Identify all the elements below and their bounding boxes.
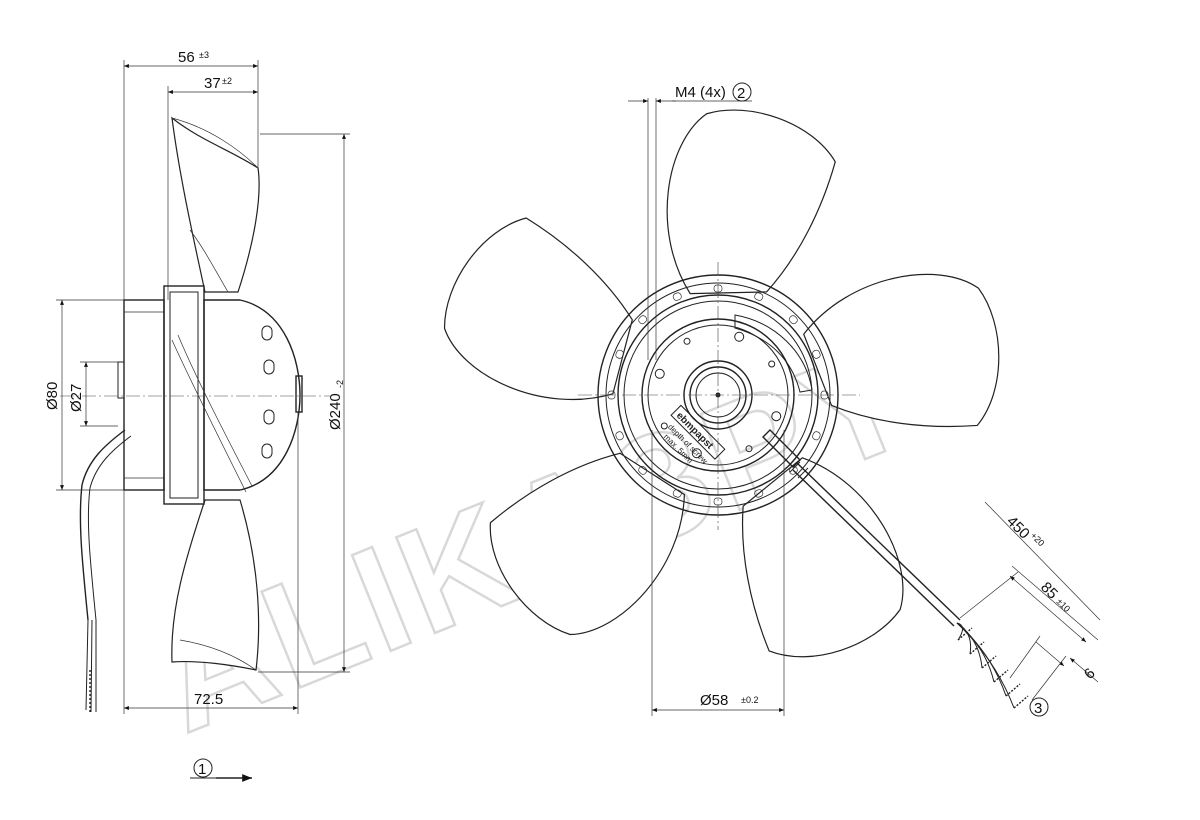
wire-strip xyxy=(1013,695,1029,709)
hub-vent xyxy=(638,465,648,475)
dim-total-depth: 56 ±3 xyxy=(123,49,259,300)
side-lower-blade xyxy=(171,499,260,671)
hub-vent xyxy=(788,315,798,325)
wire-strip xyxy=(957,627,973,641)
svg-text:M4 (4x): M4 (4x) xyxy=(675,84,726,101)
wire-strip xyxy=(969,641,985,655)
side-shaft xyxy=(117,361,125,399)
svg-text:Ø58: Ø58 xyxy=(700,692,728,709)
screw-hole xyxy=(654,368,665,379)
front-blade xyxy=(443,217,633,401)
side-motor-flange xyxy=(123,299,165,491)
svg-text:Ø27: Ø27 xyxy=(68,384,85,412)
screw-hole xyxy=(691,448,702,459)
dim-base-length: 72.5 xyxy=(123,412,299,714)
airflow-indicator: 1 xyxy=(190,758,252,782)
dim-screw-callout: M4 (4x) 2 xyxy=(628,82,752,360)
hub-vent xyxy=(672,489,682,498)
front-screw-holes xyxy=(654,331,782,459)
dim-blade-depth: 37 ±2 xyxy=(167,75,258,300)
wire-ref-callout: 3 xyxy=(1029,697,1049,717)
svg-text:37: 37 xyxy=(204,75,221,92)
dim-strip-length: 85 ±10 xyxy=(959,565,1099,643)
svg-text:450: 450 xyxy=(1003,513,1033,543)
screw-hole xyxy=(660,422,668,430)
svg-text:1: 1 xyxy=(198,761,206,778)
dim-hub-dia: Ø58 ±0.2 xyxy=(651,430,785,716)
front-slot xyxy=(734,314,813,393)
hub-vent xyxy=(672,292,682,301)
svg-text:±0.2: ±0.2 xyxy=(741,695,758,705)
svg-text:+20: +20 xyxy=(1029,530,1047,548)
hub-vent xyxy=(615,349,624,359)
dim-cable-length: 450 +20 xyxy=(984,501,1101,621)
screw-hole xyxy=(734,331,745,342)
screw-hole xyxy=(768,360,776,368)
front-blade xyxy=(741,457,904,658)
front-blades xyxy=(443,109,1000,658)
svg-text:-2: -2 xyxy=(335,380,345,388)
front-blade xyxy=(803,273,1000,428)
svg-text:56: 56 xyxy=(178,49,195,66)
side-view: 56 ±3 37 ±2 Ø80 Ø27 Ø240 xyxy=(44,49,350,714)
side-cable xyxy=(79,429,126,621)
svg-text:±3: ±3 xyxy=(199,50,209,60)
wire-strip xyxy=(981,655,997,669)
side-wire-ends xyxy=(85,619,97,713)
svg-text:3: 3 xyxy=(1034,700,1042,717)
dim-wire-strip: 6 xyxy=(1009,635,1099,701)
screw-hole xyxy=(683,337,691,345)
wire-strip xyxy=(993,669,1009,683)
dim-body-dia: Ø80 xyxy=(44,299,124,491)
front-blade xyxy=(666,109,836,295)
svg-text:Ø80: Ø80 xyxy=(44,382,61,410)
front-wire-ends xyxy=(956,622,1029,709)
hub-vent xyxy=(812,349,821,359)
svg-text:85: 85 xyxy=(1037,579,1061,603)
front-cable xyxy=(762,429,961,627)
screw-hole xyxy=(771,411,782,422)
wire-strip xyxy=(1005,683,1021,697)
hub-vent xyxy=(812,431,821,441)
wire-end xyxy=(956,622,1015,709)
hub-vent xyxy=(638,315,648,325)
screw-hole xyxy=(745,445,753,453)
svg-text:2: 2 xyxy=(737,85,745,102)
dim-fan-dia: Ø240 -2 xyxy=(258,133,350,673)
front-blade xyxy=(489,452,685,636)
svg-text:±10: ±10 xyxy=(1055,596,1073,614)
svg-text:72.5: 72.5 xyxy=(194,691,223,708)
dim-shaft-dia: Ø27 xyxy=(68,361,118,427)
hub-vent xyxy=(615,431,624,441)
side-upper-blade xyxy=(171,116,260,293)
svg-text:Ø240: Ø240 xyxy=(327,393,344,430)
hub-vent xyxy=(754,292,764,301)
hub-vent xyxy=(754,489,764,498)
svg-text:±2: ±2 xyxy=(222,76,232,86)
side-rotor-dome xyxy=(203,299,301,491)
side-vents xyxy=(261,325,275,459)
